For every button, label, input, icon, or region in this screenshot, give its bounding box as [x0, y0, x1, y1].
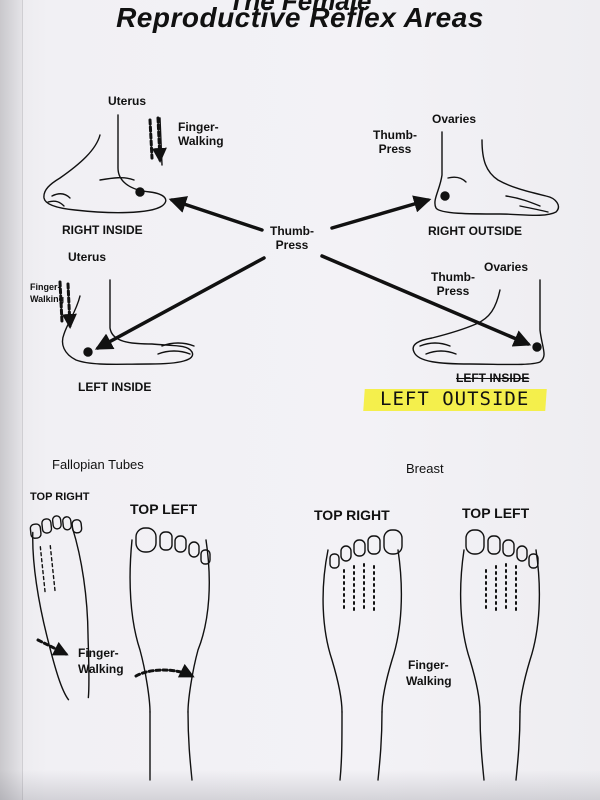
left-inside-technique-line-2: Walking [30, 294, 65, 304]
left-outside-organ-label: Ovaries [484, 260, 529, 274]
center-label-line-2: Press [275, 238, 309, 252]
fallopian-top-left-label: TOP LEFT [130, 501, 198, 517]
handwritten-caption-correction: LEFT OUTSIDE [380, 388, 530, 410]
finger-walk-arrow-left-inside [58, 280, 77, 329]
left-outside-printed-caption-struck: LEFT INSIDE [456, 371, 530, 385]
fallopian-walk-arrow-left [134, 663, 195, 678]
foot-top-left-breast [459, 529, 541, 781]
page-title: Reproductive Reflex Areas [116, 2, 484, 33]
center-thumb-press-label: Thumb- Press [262, 224, 322, 252]
left-outside-technique-line-2: Press [436, 284, 470, 298]
left-inside-caption: LEFT INSIDE [78, 380, 152, 394]
fallopian-walk-arrow-right [36, 638, 69, 656]
right-inside-caption: RIGHT INSIDE [62, 223, 143, 237]
foot-left-outside [412, 279, 545, 366]
breast-top-left-label: TOP LEFT [462, 505, 530, 521]
right-outside-technique-line-2: Press [378, 142, 412, 156]
book-spine [0, 0, 23, 800]
foot-top-right-fallopian [29, 515, 90, 701]
center-label-line-1: Thumb- [270, 224, 314, 238]
left-inside-technique-line-1: Finger- [30, 282, 61, 292]
title-line-1: The Female [228, 0, 372, 16]
reflex-dot-left-outside [532, 342, 542, 352]
fallopian-top-right-label: TOP RIGHT [30, 491, 90, 503]
reflex-dot-right-outside [440, 191, 450, 201]
fallopian-heading: Fallopian Tubes [52, 457, 144, 472]
foot-top-right-breast [322, 529, 403, 781]
foot-left-inside [61, 279, 195, 366]
page-bottom-shadow [0, 770, 600, 800]
reflex-dot-right-inside [135, 187, 145, 197]
right-inside-technique-line-1: Finger- [178, 120, 219, 134]
breast-technique-line-2: Walking [406, 674, 452, 688]
right-outside-technique-line-1: Thumb- [373, 128, 417, 142]
foot-right-inside [43, 114, 167, 214]
finger-walk-arrow-right-inside [148, 116, 167, 163]
fallopian-technique-line-1: Finger- [78, 646, 119, 660]
right-inside-organ-label: Uterus [108, 94, 147, 108]
foot-top-left-fallopian [129, 527, 211, 781]
right-outside-caption: RIGHT OUTSIDE [428, 224, 523, 238]
right-inside-technique-line-2: Walking [178, 134, 224, 148]
breast-heading: Breast [406, 461, 444, 476]
right-outside-organ-label: Ovaries [432, 112, 477, 126]
breast-technique-line-1: Finger- [408, 658, 449, 672]
reflex-dot-left-inside [83, 347, 93, 357]
left-inside-organ-label: Uterus [68, 250, 107, 264]
thumb-press-arrows [94, 195, 532, 350]
fallopian-technique-line-2: Walking [78, 662, 124, 676]
breast-top-right-label: TOP RIGHT [314, 507, 390, 523]
left-outside-technique-line-1: Thumb- [431, 270, 475, 284]
foot-right-outside [434, 131, 560, 216]
